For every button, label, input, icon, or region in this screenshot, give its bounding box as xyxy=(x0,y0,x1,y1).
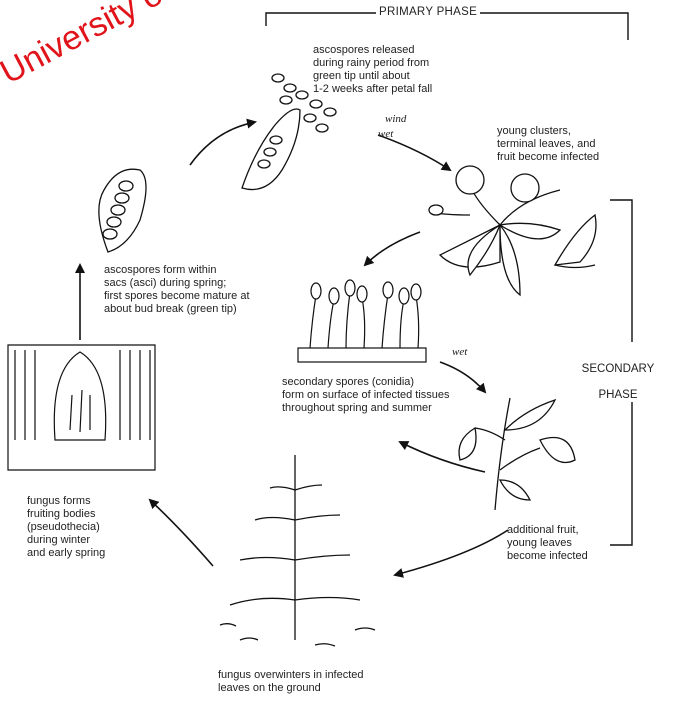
ascus-sac-illustration xyxy=(99,169,146,252)
caption-secondary-spores: secondary spores (conidia) form on surfa… xyxy=(282,376,450,415)
arrow-leaves-to-conidia xyxy=(365,232,420,265)
caption-additional-fruit: additional fruit, young leaves become in… xyxy=(507,524,588,563)
arrow-label-wet-middle: wet xyxy=(452,346,467,358)
secondary-phase-label: SECONDARY PHASE xyxy=(573,350,663,402)
caption-fungus-overwinters: fungus overwinters in infected leaves on… xyxy=(218,669,364,695)
arrow-ground-to-pseudothecia xyxy=(150,500,213,566)
arrow-label-wet-top: wet xyxy=(378,128,393,140)
arrow-release-to-clusters xyxy=(378,135,450,170)
young-clusters-illustration xyxy=(429,166,596,295)
caption-ascospores-form: ascospores form within sacs (asci) durin… xyxy=(104,264,250,316)
arrow-label-wind: wind xyxy=(385,113,406,125)
secondary-phase-line2: PHASE xyxy=(599,389,638,401)
dormant-tree-illustration xyxy=(220,455,375,646)
caption-fungus-forms: fungus forms fruiting bodies (pseudothec… xyxy=(27,495,105,560)
secondary-phase-line1: SECONDARY xyxy=(582,363,655,375)
caption-ascospores-released: ascospores released during rainy period … xyxy=(313,44,432,96)
pseudothecia-section-illustration xyxy=(8,345,155,470)
infected-shoot-illustration xyxy=(459,398,575,510)
arrow-asci-to-release xyxy=(190,122,255,165)
primary-phase-label: PRIMARY PHASE xyxy=(376,6,480,18)
caption-young-clusters: young clusters, terminal leaves, and fru… xyxy=(497,125,599,164)
arrow-fruit-to-ground xyxy=(395,530,508,575)
conidia-illustration xyxy=(298,280,426,362)
